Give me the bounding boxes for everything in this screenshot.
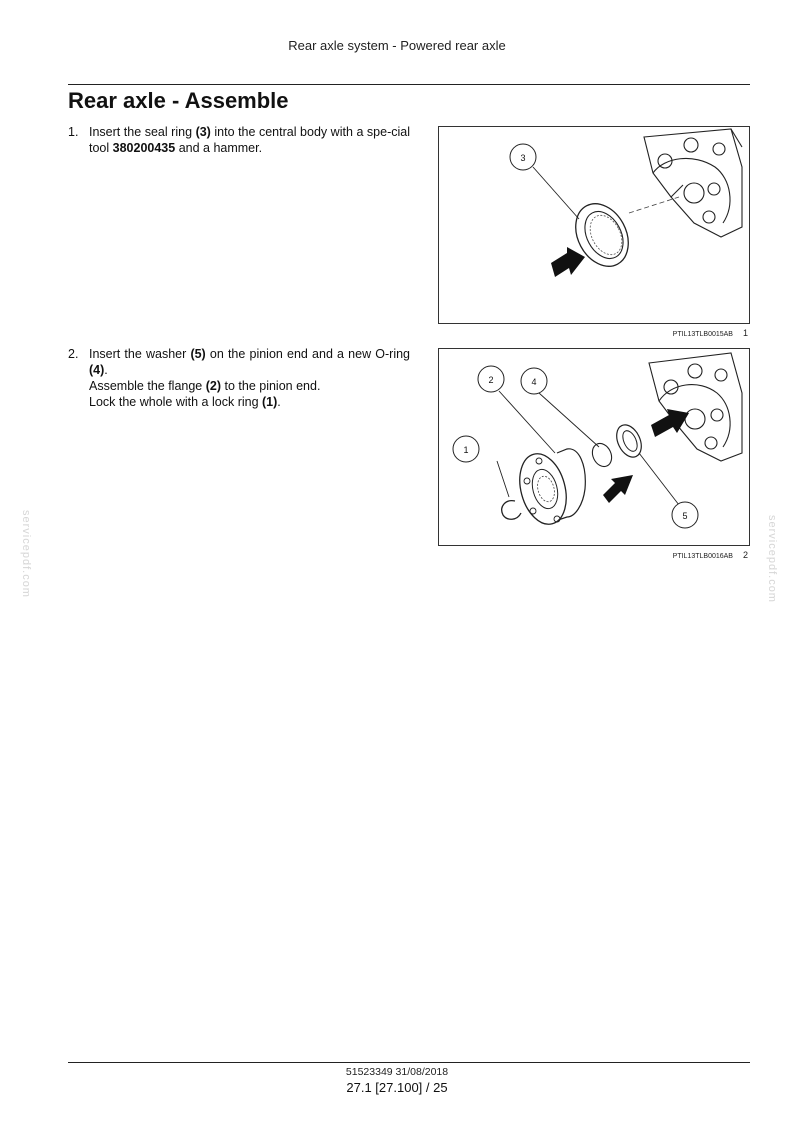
header-rule (68, 84, 750, 85)
axle-housing (648, 352, 743, 462)
callout-label: 1 (463, 445, 468, 455)
callout-circle (520, 367, 548, 395)
footer-document-id: 51523349 31/08/2018 (345, 1066, 449, 1078)
axle-housing (643, 128, 743, 238)
insert-direction-arrow (651, 409, 689, 437)
seal-ring-illustration: 3 (509, 128, 743, 277)
figure-code: PTIL13TLB0016AB (672, 553, 733, 560)
figure-code: PTIL13TLB0015AB (672, 331, 733, 338)
insert-direction-arrow (551, 247, 585, 277)
axis-line (628, 196, 680, 214)
leader-line (496, 460, 510, 498)
figure-1: 3 (438, 126, 750, 324)
part-ref: (4) (89, 363, 105, 377)
step-number: 1. (68, 125, 79, 139)
figure-2-caption: PTIL13TLB0016AB 2 (438, 550, 748, 560)
callout-circle (671, 501, 699, 529)
watermark-right: servicepdf.com (766, 515, 778, 603)
assembly-direction-arrow (603, 475, 633, 503)
step-text-line: Lock the whole with a lock ring (1). (89, 395, 281, 409)
figure-1-caption: PTIL13TLB0015AB 1 (438, 328, 748, 338)
leader-line (638, 452, 680, 506)
figure-number: 1 (742, 328, 748, 338)
callout-circle (477, 365, 505, 393)
callout-circle (452, 435, 480, 463)
callout-label: 5 (682, 511, 687, 521)
leader-line (538, 392, 600, 448)
step-2: 2. Insert the washer (5) on the pinion e… (68, 346, 410, 410)
watermark-left: servicepdf.com (20, 510, 32, 598)
washer (616, 424, 642, 458)
flange-assembly-illustration: 2 4 1 5 (452, 352, 743, 529)
callout-label: 3 (520, 153, 525, 163)
step-1: 1. Insert the seal ring (3) into the cen… (68, 124, 410, 156)
step-number: 2. (68, 347, 79, 361)
footer-page-number: 27.1 [27.100] / 25 (346, 1080, 448, 1095)
part-ref: (3) (195, 125, 211, 139)
part-ref: (1) (262, 395, 278, 409)
callout-label: 4 (531, 377, 536, 387)
part-ref: (2) (205, 379, 222, 393)
flange (519, 448, 586, 525)
lock-ring (501, 500, 522, 520)
part-ref: (5) (190, 347, 206, 361)
leader-line (498, 390, 556, 454)
callout-label: 2 (488, 375, 493, 385)
leader-line (532, 166, 580, 220)
footer-rule (68, 1062, 750, 1063)
seal-ring (575, 203, 629, 267)
running-header: Rear axle system - Powered rear axle (288, 38, 506, 53)
step-text: Insert the seal ring (3) into the centra… (89, 125, 410, 155)
figure-number: 2 (742, 550, 748, 560)
callout-circle (509, 143, 537, 171)
tool-number: 380200435 (112, 141, 176, 155)
figure-2: 2 4 1 5 (438, 348, 750, 546)
step-text: Insert the washer (5) on the pinion end … (89, 347, 411, 377)
page-title: Rear axle - Assemble (68, 88, 289, 113)
o-ring (591, 442, 613, 468)
step-text-line: Assemble the flange (2) to the pinion en… (89, 379, 321, 393)
